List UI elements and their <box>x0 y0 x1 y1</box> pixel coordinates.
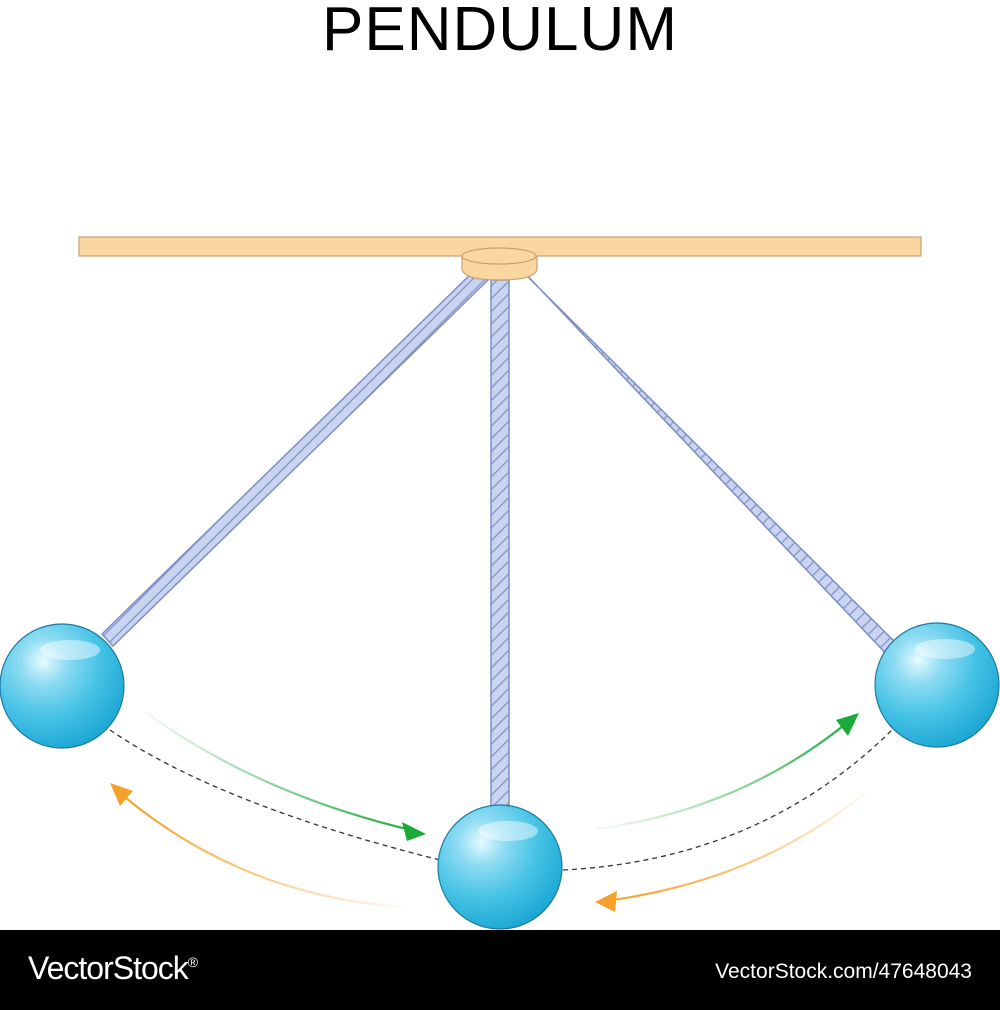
rope-right <box>521 269 905 662</box>
arrow-swing-left-lower <box>595 791 867 912</box>
pendulum-diagram <box>0 236 1000 930</box>
watermark-stock-id: VectorStock.com/47648043 <box>715 960 972 983</box>
bob-center <box>437 804 563 930</box>
pivot-top <box>461 247 537 265</box>
bob-right <box>874 622 1000 748</box>
watermark-bar: VectorStock® VectorStock.com/47648043 <box>0 930 1000 1010</box>
swing-path <box>109 729 893 871</box>
bob-left <box>0 623 125 749</box>
rope-center <box>490 279 510 809</box>
diagram-title: PENDULUM <box>322 0 678 64</box>
brand-registered-mark: ® <box>187 954 198 970</box>
arrow-swing-right-upper <box>595 713 859 831</box>
rope-left <box>100 269 490 648</box>
arrow-swing-right-lower <box>144 711 426 841</box>
arrow-swing-left-upper <box>110 783 403 909</box>
brand-name: VectorStock <box>28 950 189 986</box>
watermark-brand-logo: VectorStock® <box>28 950 198 987</box>
